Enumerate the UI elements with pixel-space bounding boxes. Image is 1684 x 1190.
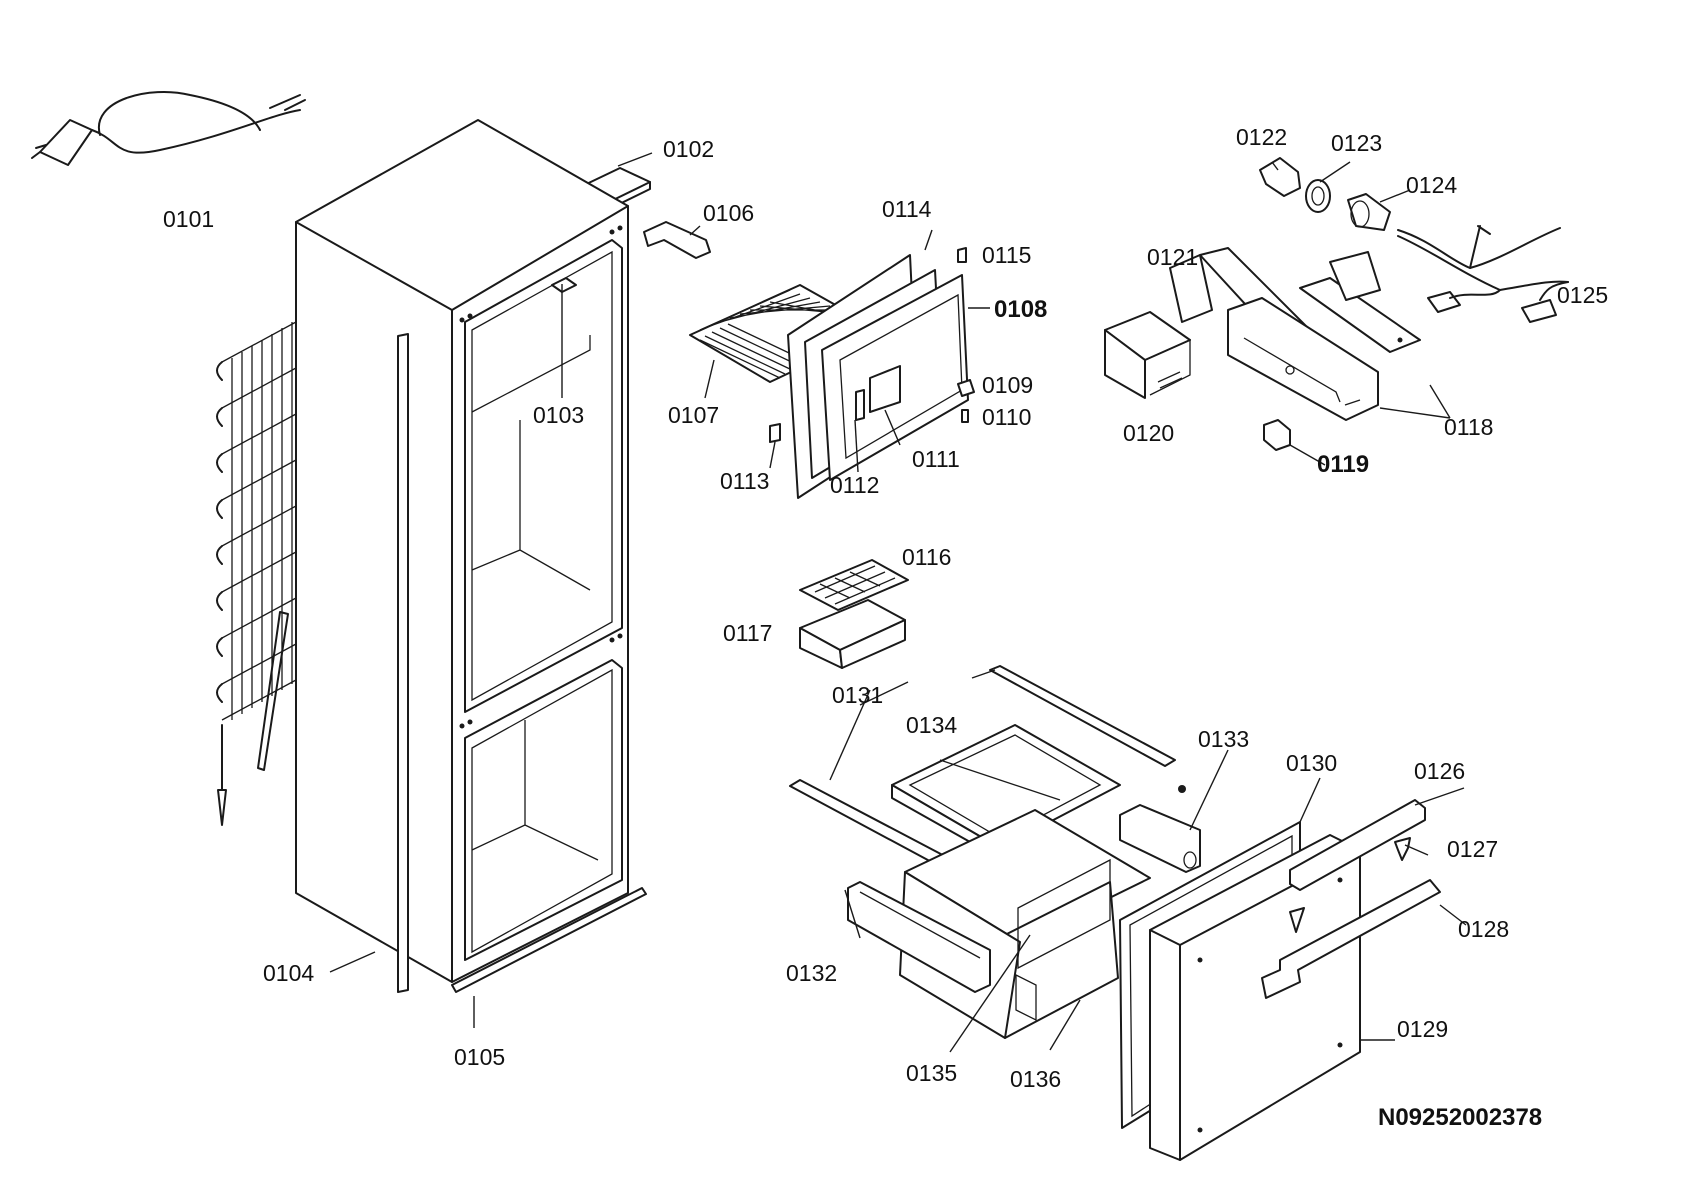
label-0129: 0129	[1397, 1016, 1449, 1042]
label-0114: 0114	[882, 196, 932, 222]
drawer-front-panel	[1149, 834, 1361, 1161]
label-0136: 0136	[1010, 1066, 1062, 1092]
hinge-bracket	[643, 221, 711, 259]
label-0111: 0111	[912, 446, 960, 472]
label-0112: 0112	[830, 472, 880, 498]
leader-lines	[329, 152, 1467, 1053]
bottom-strip	[451, 887, 647, 993]
small-fasteners	[769, 247, 975, 443]
cabinet-body	[295, 119, 629, 983]
label-0105: 0105	[454, 1044, 506, 1070]
fixing-screw	[1394, 837, 1411, 861]
label-0120: 0120	[1123, 420, 1175, 446]
label-0132: 0132	[786, 960, 838, 986]
wiring-harness	[1397, 225, 1569, 323]
label-0118: 0118	[1444, 414, 1494, 440]
label-0126: 0126	[1414, 758, 1466, 784]
label-0115: 0115	[982, 242, 1032, 268]
label-0110: 0110	[982, 404, 1032, 430]
label-0106: 0106	[703, 200, 755, 226]
label-0109: 0109	[982, 372, 1034, 398]
label-0123: 0123	[1331, 130, 1383, 156]
label-0128: 0128	[1458, 916, 1510, 942]
label-0134: 0134	[906, 712, 958, 738]
ice-tray	[799, 559, 909, 669]
label-0121: 0121	[1147, 244, 1199, 270]
label-0125: 0125	[1557, 282, 1609, 308]
door-seal-strip	[397, 333, 409, 993]
power-cord	[31, 91, 306, 166]
label-0107: 0107	[668, 402, 720, 428]
control-housing	[1199, 247, 1421, 421]
label-0102: 0102	[663, 136, 715, 162]
lamp-parts	[1259, 157, 1391, 231]
label-0103: 0103	[533, 402, 585, 428]
label-0130: 0130	[1286, 750, 1338, 776]
condenser-grid	[216, 321, 297, 826]
label-0131: 0131	[832, 682, 884, 708]
label-0119: 0119	[1317, 451, 1370, 478]
label-0108: 0108	[994, 296, 1048, 323]
label-0124: 0124	[1406, 172, 1458, 198]
label-0135: 0135	[906, 1060, 958, 1086]
label-0116: 0116	[902, 544, 952, 570]
label-0104: 0104	[263, 960, 315, 986]
control-switch	[1263, 419, 1291, 451]
side-rails	[847, 785, 1201, 993]
document-number: N09252002378	[1378, 1104, 1543, 1131]
label-0117: 0117	[723, 620, 773, 646]
drawer-rails-and-shelf	[789, 665, 1176, 881]
freezer-door-frames	[787, 254, 969, 499]
control-plate	[1169, 254, 1213, 323]
label-0127: 0127	[1447, 836, 1499, 862]
drawer-handle	[1289, 799, 1426, 891]
label-0113: 0113	[720, 468, 770, 494]
label-0122: 0122	[1236, 124, 1288, 150]
label-0101: 0101	[163, 206, 215, 232]
fixing-screw	[1289, 907, 1305, 933]
control-cover-box	[1104, 311, 1191, 399]
label-0133: 0133	[1198, 726, 1250, 752]
door-bracket	[1261, 879, 1441, 999]
